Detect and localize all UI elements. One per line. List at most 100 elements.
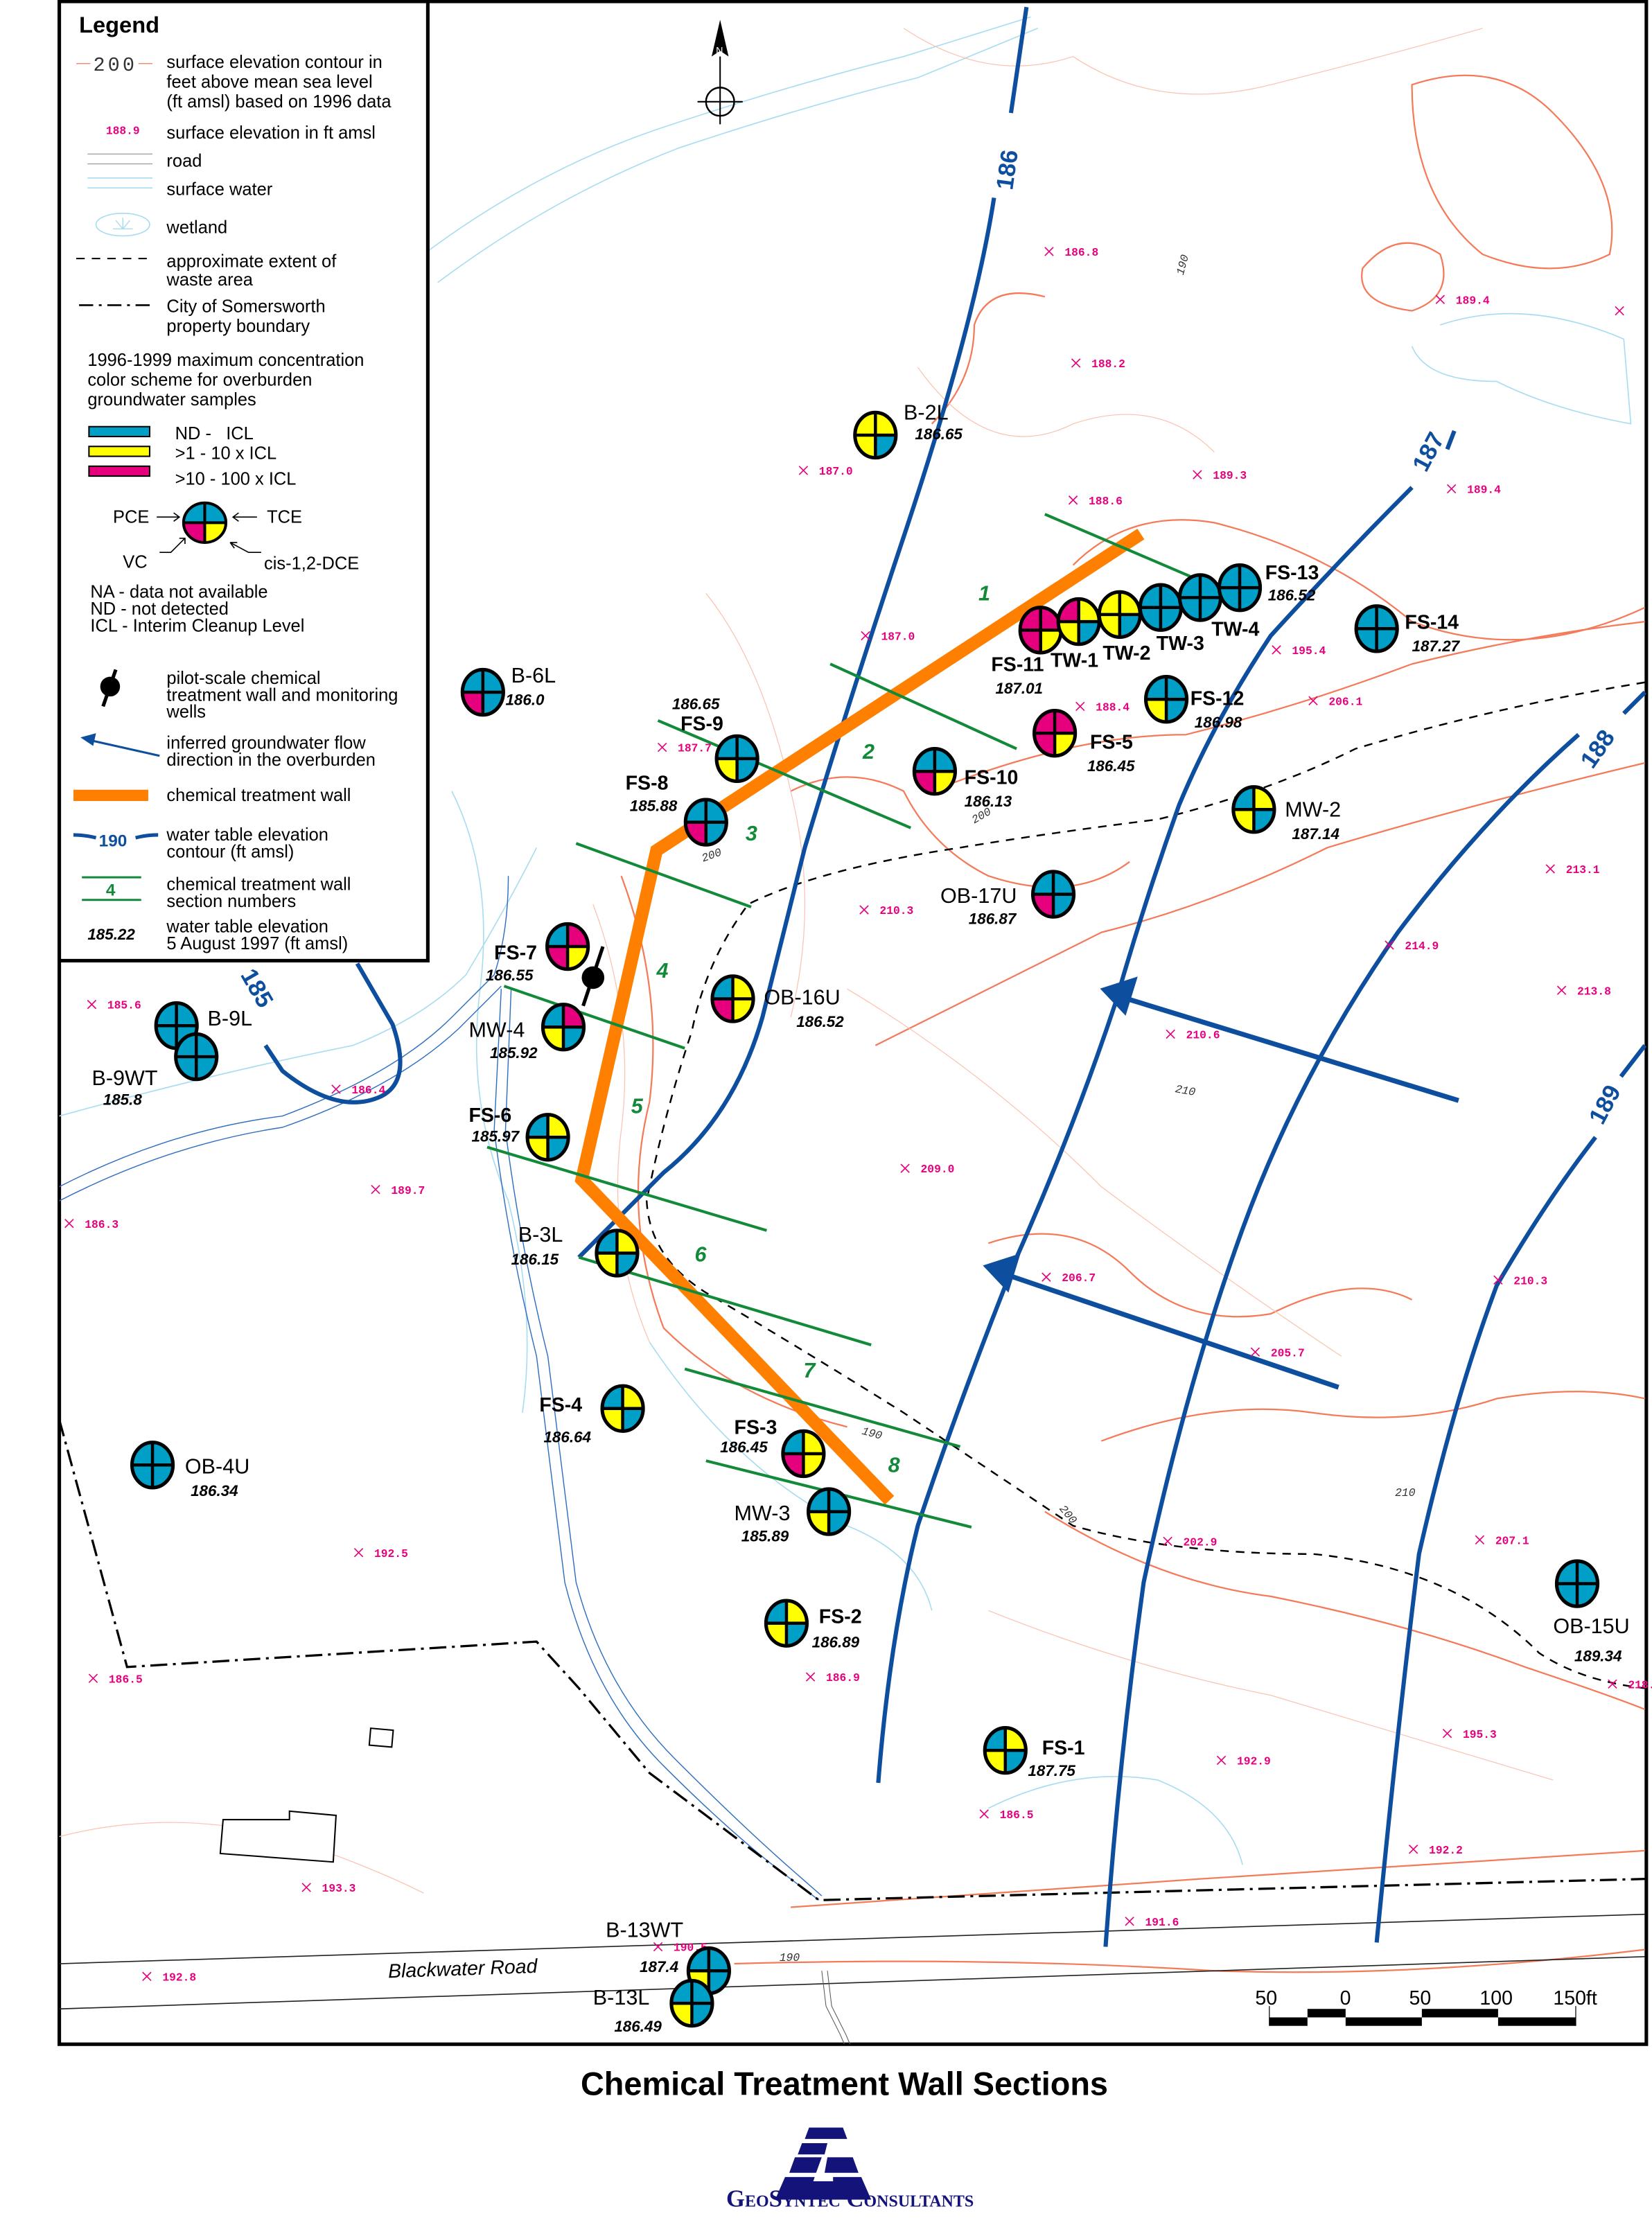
legend-text: 5 August 1997 (ft amsl) [166, 934, 348, 953]
well-name: FS-6 [468, 1104, 511, 1127]
well-quadrant [1254, 809, 1274, 832]
wtelev-sample: 185.22 [87, 926, 135, 943]
well-quadrant [875, 412, 896, 435]
stream [59, 876, 823, 1901]
well-quadrant [1254, 786, 1274, 810]
well-quadrant [1240, 588, 1260, 610]
spot-elevation: 189.4 [1435, 294, 1490, 307]
monitoring-well[interactable]: TW-2 [1097, 590, 1150, 664]
spot-elevation: 207.1 [1475, 1534, 1529, 1547]
well-water-table-elevation: 185.88 [630, 797, 678, 814]
well-water-table-elevation: 185.89 [741, 1527, 789, 1544]
spot-elevation-value: 186.5 [109, 1673, 143, 1686]
legend-text: treatment wall and monitoring [166, 685, 398, 705]
well-water-table-elevation: 186.55 [486, 967, 534, 984]
well-quadrant [1119, 614, 1141, 637]
spot-elevation: 188.4 [1075, 701, 1130, 714]
spot-elevation-value: 192.9 [1237, 1755, 1271, 1768]
well-quadrant [1053, 871, 1074, 895]
well-quadrant [543, 1027, 564, 1050]
well-quadrant [1166, 699, 1187, 722]
spot-elevation: 209.0 [900, 1163, 954, 1176]
well-quadrant [596, 1230, 617, 1253]
spot-elevation: 186.5 [88, 1673, 143, 1686]
well-water-table-elevation: 189.34 [1574, 1648, 1622, 1665]
contour-label: 210 [1174, 1082, 1196, 1099]
spot-elevation: 192.5 [353, 1547, 408, 1560]
legend-text: inferred groundwater flow [166, 734, 366, 753]
spot-elevation-value: 218.1 [1628, 1678, 1652, 1691]
well-quadrant [547, 1137, 569, 1160]
well-quadrant [766, 1601, 787, 1623]
monitoring-well[interactable]: TW-3 [1138, 583, 1204, 655]
spot-elevation: 195.3 [1442, 1728, 1497, 1741]
spot-elevation: 193.3 [301, 1882, 355, 1895]
x-marker-icon [1615, 306, 1624, 316]
x-marker-icon [371, 1185, 380, 1195]
wetland-icon [95, 213, 150, 237]
well-quadrant [766, 1623, 787, 1646]
spot-elevation: 218.1 [1608, 1678, 1652, 1691]
spot-elevation: 186.3 [64, 1218, 118, 1231]
spot-elevation-value: 186.9 [826, 1671, 860, 1684]
well-name: FS-7 [494, 942, 537, 964]
well-name: FS-13 [1265, 562, 1319, 584]
spot-elevation: 192.2 [1408, 1844, 1463, 1857]
well-quadrant [685, 822, 706, 845]
well-quadrant [617, 1253, 638, 1276]
legend-text: road [166, 152, 202, 171]
well-quadrant [482, 692, 504, 715]
well-quadrant [829, 1511, 850, 1535]
well-quadrant [692, 2003, 712, 2026]
well-quadrant [1556, 1560, 1578, 1584]
well-water-table-elevation: 186.49 [614, 2018, 662, 2035]
well-quadrant [712, 998, 733, 1022]
well-quadrant [1166, 676, 1187, 700]
monitoring-well[interactable]: TW-4 [1177, 573, 1260, 641]
arrowhead-icon [1100, 976, 1138, 1016]
x-marker-icon [1193, 470, 1202, 479]
spot-elevation-value: 210.3 [879, 904, 913, 917]
scale-label: 100 [1479, 1987, 1513, 2009]
well-quadrant [1145, 676, 1167, 700]
water-table-contour-186 [577, 6, 1029, 1259]
well-water-table-elevation: 187.4 [640, 1958, 679, 1975]
well-concentration-icon [714, 734, 759, 784]
spot-elevation-value: 210.3 [1513, 1274, 1547, 1287]
x-marker-icon [1556, 985, 1567, 995]
spot-elevation-value: 188.2 [1091, 358, 1125, 371]
well-quadrant [602, 1386, 623, 1409]
well-concentration-icon [1554, 1559, 1600, 1608]
spot-elevation: 192.8 [142, 1971, 196, 1984]
well-quadrant [717, 758, 737, 782]
well-name: FS-5 [1090, 732, 1133, 754]
monitoring-well[interactable]: TW-1 [1051, 597, 1101, 671]
monitoring-well[interactable]: FS-7 186.55 [486, 922, 590, 984]
